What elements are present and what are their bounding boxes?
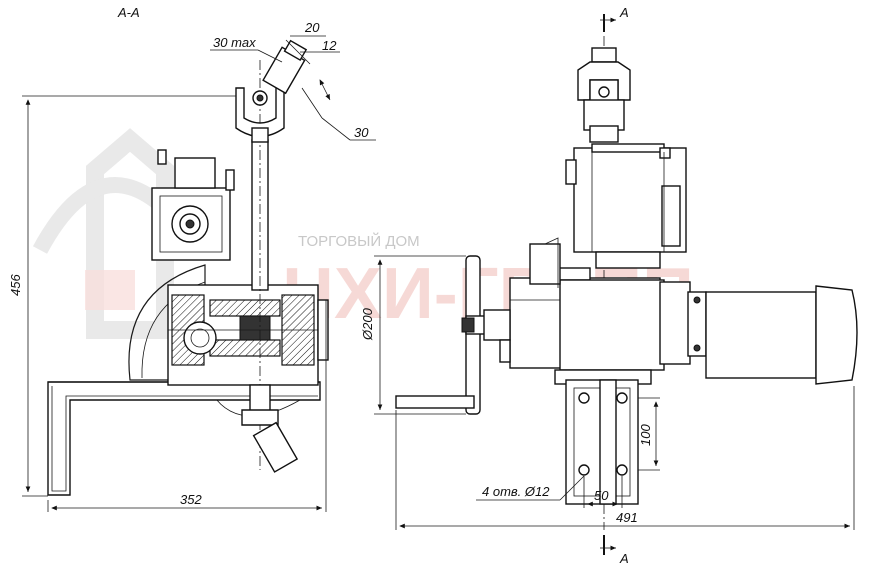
dim-12: 12 (322, 38, 337, 53)
dim-diam-200: Ø200 (360, 307, 375, 341)
dimension-lines-left (22, 35, 376, 512)
mount-hole-icon (616, 464, 628, 476)
gearbox-body (509, 237, 665, 385)
fork-joint (577, 47, 631, 143)
dim-holes: 4 отв. Ø12 (482, 484, 550, 499)
worm-gear (183, 321, 217, 355)
dim-30: 30 (354, 125, 369, 140)
mounting-bracket (565, 379, 639, 505)
section-mark-top: А (600, 5, 629, 32)
electric-motor (659, 281, 858, 385)
dim-352: 352 (180, 492, 202, 507)
top-universal-joint (235, 39, 308, 143)
section-view-a-a: А-А (8, 5, 376, 512)
mount-hole-icon (578, 392, 590, 404)
mount-hole-icon (616, 392, 628, 404)
flange-disc (128, 264, 206, 381)
section-letter-top: А (619, 5, 629, 20)
dim-20: 20 (304, 20, 320, 35)
limit-switch-box (151, 149, 235, 261)
mount-hole-icon (578, 464, 590, 476)
section-label: А-А (117, 5, 140, 20)
front-view: А А (360, 5, 858, 566)
dim-491: 491 (616, 510, 638, 525)
bottom-universal-joint (241, 384, 299, 473)
dim-100: 100 (638, 424, 653, 446)
terminal-box (565, 143, 687, 269)
dim-456: 456 (8, 274, 23, 296)
gearbox-section (167, 284, 329, 386)
section-mark-bottom: А (600, 535, 629, 566)
handwheel[interactable] (395, 255, 511, 415)
dimension-lines-right (374, 255, 855, 530)
dim-30-max: 30 max (213, 35, 256, 50)
watermark-small-text: ТОРГОВЫЙ ДОМ (298, 232, 420, 250)
section-letter-bottom: А (619, 551, 629, 566)
dim-50: 50 (594, 488, 609, 503)
